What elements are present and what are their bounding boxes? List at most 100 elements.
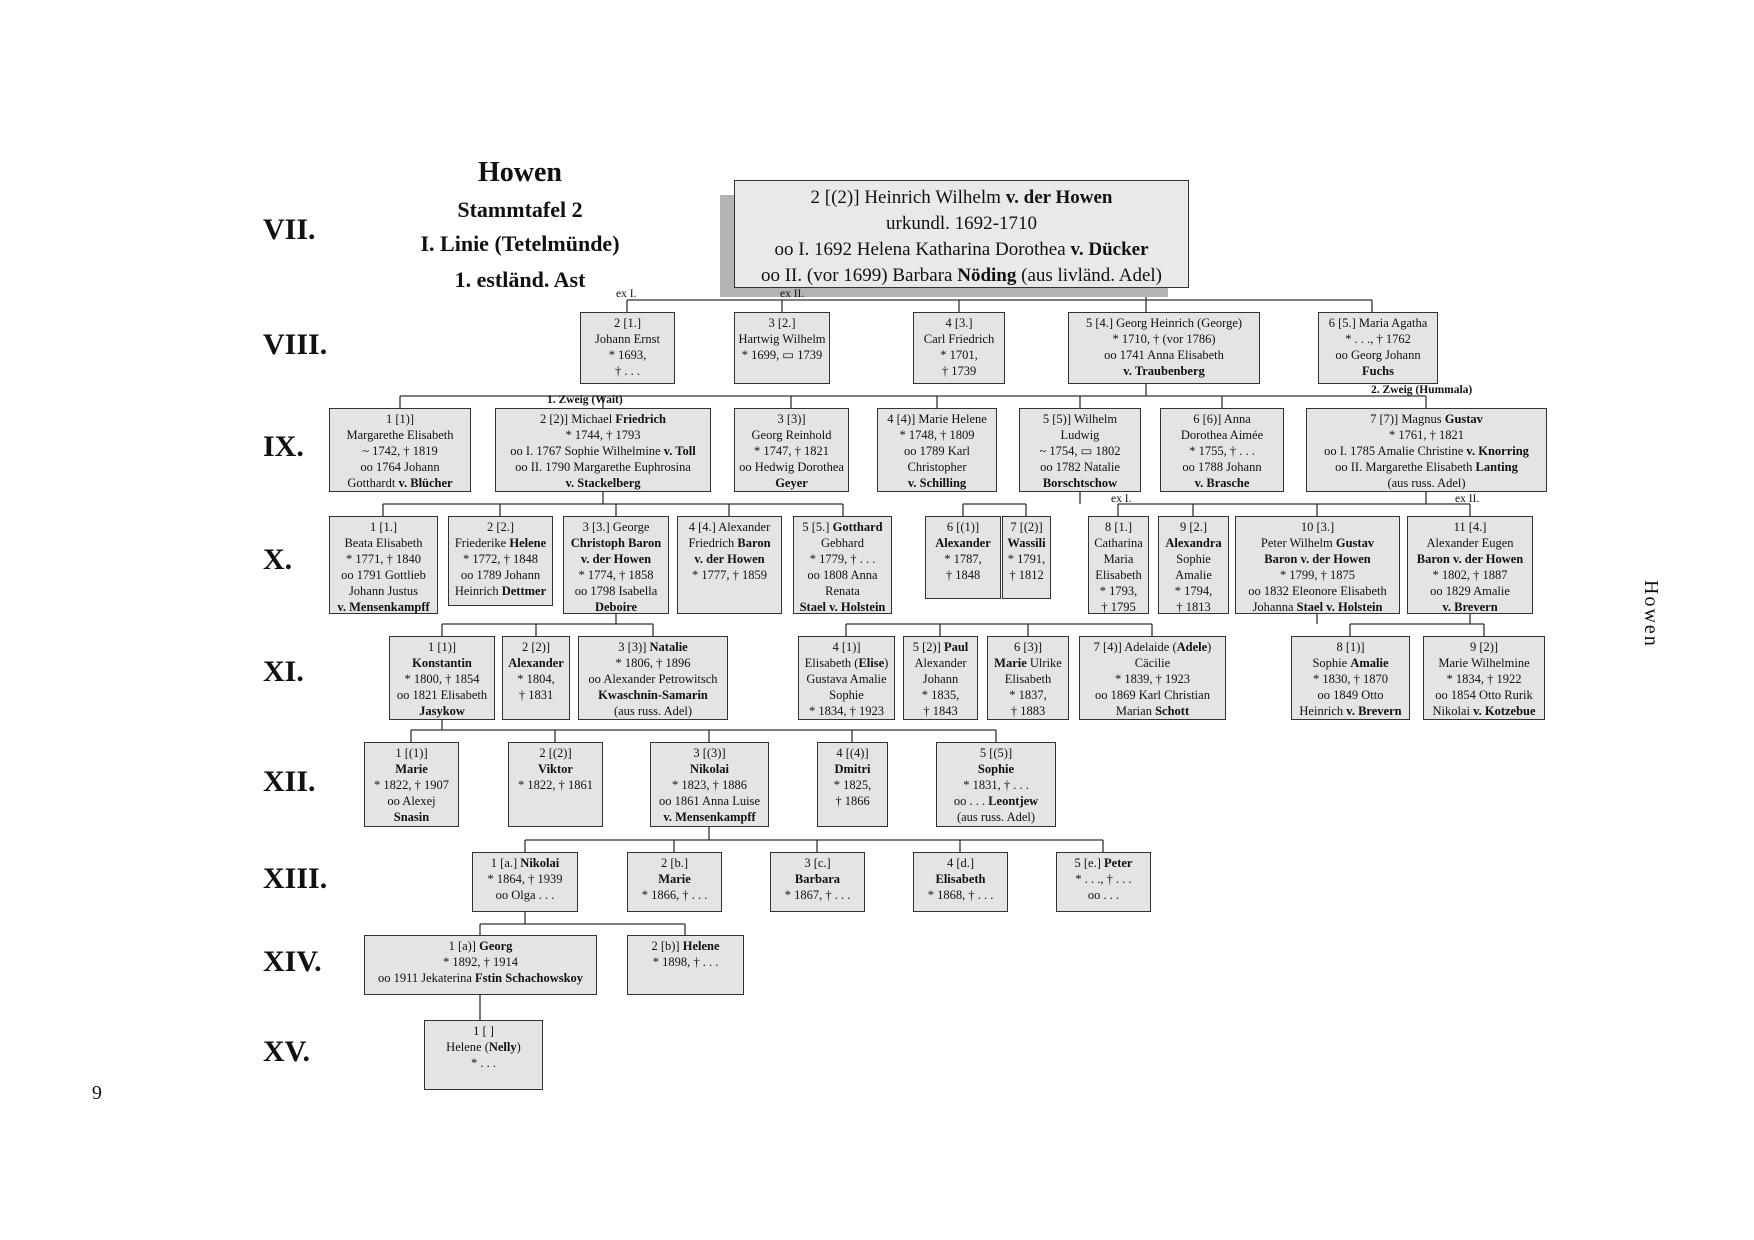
person-text: oo 1798 Isabella (574, 584, 658, 598)
person-text: Elisabeth (1095, 568, 1142, 582)
person-name-bold: Gustav (1444, 412, 1483, 426)
person-line: * . . . (426, 1055, 541, 1071)
person-text: * 1867, † . . . (784, 888, 851, 902)
person-line: Cäcilie (1081, 655, 1224, 671)
person-text: Cäcilie (1134, 656, 1171, 670)
person-name-bold: Adele (1176, 640, 1208, 654)
person-line: Heinrich v. Brevern (1293, 703, 1408, 719)
person-line: Catharina (1090, 535, 1147, 551)
person-text: * 1693, (608, 348, 647, 362)
person-line: 2 [2)] (504, 639, 568, 655)
person-line: v. Brasche (1162, 475, 1282, 491)
person-line: 2 [1.] (582, 315, 673, 331)
person-line: 1 [1)] (391, 639, 493, 655)
person-line: Renata (795, 583, 890, 599)
person-box: 1 [1)]Margarethe Elisabeth~ 1742, † 1819… (329, 408, 471, 492)
person-text: oo 1854 Otto Rurik (1435, 688, 1533, 702)
person-text: 4 [1)] (832, 640, 861, 654)
person-line: * 1822, † 1861 (510, 777, 601, 793)
person-text: * . . ., † 1762 (1345, 332, 1411, 346)
person-line: Marie Wilhelmine (1425, 655, 1543, 671)
person-text: Margarethe Elisabeth (346, 428, 454, 442)
person-line: Marie (629, 871, 720, 887)
person-box: 7 [4)] Adelaide (Adele)Cäcilie* 1839, † … (1079, 636, 1226, 720)
person-text: * 1835, (921, 688, 960, 702)
person-name-bold: v. Kotzebue (1473, 704, 1536, 718)
person-name-bold: v. Mensenkampff (663, 810, 756, 824)
person-line: 6 [(1)] (927, 519, 999, 535)
person-line: Viktor (510, 761, 601, 777)
person-text: 6 [6)] Anna (1193, 412, 1251, 426)
person-name-bold: Alexander (508, 656, 564, 670)
person-line: oo 1861 Anna Luise (652, 793, 767, 809)
person-text: oo 1789 Karl (904, 444, 970, 458)
person-box: 4 [(4)]Dmitri* 1825,† 1866 (817, 742, 888, 827)
person-line: Christoph Baron (565, 535, 667, 551)
person-text: 2 [(2)] Heinrich Wilhelm (810, 187, 1006, 208)
person-line: oo 1808 Anna (795, 567, 890, 583)
person-text: Ludwig (1060, 428, 1100, 442)
person-name-bold: Jasykow (419, 704, 465, 718)
person-text: ~ 1754, ▭ 1802 (1039, 444, 1121, 458)
person-name-bold: Viktor (538, 762, 573, 776)
ex2-label: ex II. (780, 288, 805, 300)
person-line: oo 1829 Amalie (1409, 583, 1531, 599)
person-text: 8 [1.] (1104, 520, 1133, 534)
generation-label: IX. (263, 430, 304, 463)
person-line: (aus russ. Adel) (1308, 475, 1545, 491)
person-box: 5 [(5)]Sophie* 1831, † . . .oo . . . Leo… (936, 742, 1056, 827)
person-text: * 1699, ▭ 1739 (741, 348, 823, 362)
person-text: * 1800, † 1854 (404, 672, 480, 686)
person-text: 5 [2)] (912, 640, 944, 654)
person-text: oo Olga . . . (495, 888, 555, 902)
person-line: Helene (Nelly) (426, 1039, 541, 1055)
person-text: Maria (1103, 552, 1134, 566)
person-box: 1 [ ]Helene (Nelly)* . . . (424, 1020, 543, 1090)
person-text: * 1892, † 1914 (443, 955, 518, 969)
person-line: 8 [1)] (1293, 639, 1408, 655)
person-text: Johann Justus (348, 584, 419, 598)
person-line: v. Traubenberg (1070, 363, 1258, 379)
person-text: * 1747, † 1821 (754, 444, 829, 458)
person-text: oo 1764 Johann (360, 460, 440, 474)
person-name-bold: Borschtschow (1042, 476, 1118, 490)
person-text: oo II. 1790 Margarethe Euphrosina (515, 460, 691, 474)
person-text: 1 [a)] (448, 939, 480, 953)
person-text: * 1839, † 1923 (1115, 672, 1190, 686)
person-text: 6 [3)] (1013, 640, 1043, 654)
person-text: Alexander (914, 656, 967, 670)
person-line: * 1710, † (vor 1786) (1070, 331, 1258, 347)
person-line: Nikolai v. Kotzebue (1425, 703, 1543, 719)
person-line: Peter Wilhelm Gustav (1237, 535, 1398, 551)
person-text: 10 [3.] (1300, 520, 1335, 534)
person-line: † 1866 (819, 793, 886, 809)
person-line: Wassili (1004, 535, 1049, 551)
person-text: 5 [(5)] (979, 746, 1013, 760)
person-text: 2 [(2)] (539, 746, 572, 760)
generation-label: XIII. (263, 862, 328, 895)
page-number: 6 (92, 1081, 102, 1103)
person-line: 5 [2)] Paul (905, 639, 976, 655)
person-name-bold: Stael v. Holstein (1296, 600, 1383, 614)
person-line: oo II. (vor 1699) Barbara Nöding (aus li… (739, 263, 1184, 287)
person-box: 2 [2)]Alexander* 1804,† 1831 (502, 636, 570, 720)
person-text: 9 [2.] (1179, 520, 1208, 534)
person-line: 1 [1.] (331, 519, 436, 535)
person-box: 3 [2.]Hartwig Wilhelm* 1699, ▭ 1739 (734, 312, 830, 384)
person-text: † 1848 (945, 568, 981, 582)
person-name-bold: Fstin Schachowskoy (475, 971, 584, 985)
person-name-bold: Geyer (775, 476, 808, 490)
person-line: 8 [1.] (1090, 519, 1147, 535)
person-line: (aus russ. Adel) (938, 809, 1054, 825)
person-name-bold: v. der Howen (694, 552, 765, 566)
person-line: * 1802, † 1887 (1409, 567, 1531, 583)
person-line: Maria (1090, 551, 1147, 567)
person-text: 6 [(1)] (946, 520, 980, 534)
person-text: * 1802, † 1887 (1432, 568, 1508, 582)
